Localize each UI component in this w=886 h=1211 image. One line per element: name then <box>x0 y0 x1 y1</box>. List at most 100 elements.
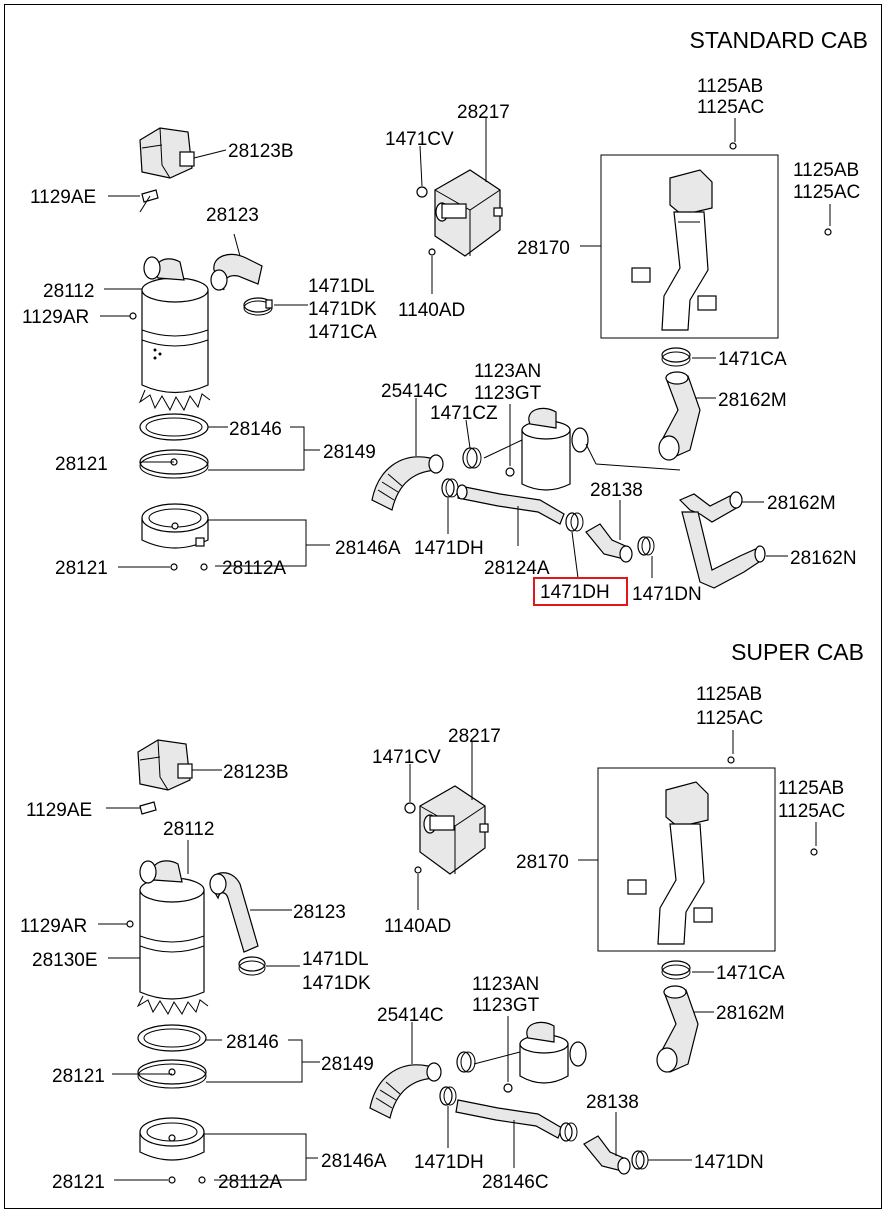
clip-1471cv-super-icon <box>404 802 416 814</box>
label-28149-std: 28149 <box>323 442 376 463</box>
clamp-1471dl-icon <box>243 297 273 316</box>
clamp-1471dn-std-icon <box>637 536 655 556</box>
bolt-1140ad-std-icon <box>428 248 436 256</box>
clamp-1471dh-super-icon <box>439 1086 457 1106</box>
label-1125ac-super-b: 1125AC <box>778 801 845 822</box>
bolt-1129ar-icon <box>129 312 137 320</box>
seal-ring-28146-std-icon <box>139 413 209 441</box>
lower-housing-28146a-super-icon <box>139 1117 205 1161</box>
label-1125ab-super-b: 1125AB <box>778 778 844 799</box>
label-28217-std: 28217 <box>457 102 510 123</box>
label-1129ae-super: 1129AE <box>26 800 92 821</box>
hose-28162n-std-icon <box>681 511 766 589</box>
label-1471dh-std-a: 1471DH <box>414 538 484 559</box>
filter-element-28121-std-icon <box>139 449 209 479</box>
label-28121-super-a: 28121 <box>52 1066 105 1087</box>
label-28123b: 28123B <box>228 141 294 162</box>
screw-1125ab-super-a-icon <box>727 756 735 764</box>
bolt-1129ae-icon <box>139 189 159 213</box>
label-1471ca-super: 1471CA <box>716 963 785 984</box>
label-28162m-std-a: 28162M <box>718 390 787 411</box>
label-28170-super: 28170 <box>516 852 569 873</box>
screw-28121-std-b-icon <box>170 563 178 571</box>
hose-28162m-super-icon <box>656 985 699 1073</box>
label-28146-super: 28146 <box>226 1032 279 1053</box>
screw-1125ab-std-a-icon <box>729 142 737 150</box>
label-28146a-super: 28146A <box>321 1151 387 1172</box>
label-1129ar-super: 1129AR <box>20 916 87 937</box>
label-1471cv-std: 1471CV <box>385 129 454 150</box>
clamp-1471dh-std-b-icon <box>565 512 584 532</box>
label-1471dn-std: 1471DN <box>632 584 702 605</box>
label-28123: 28123 <box>206 205 259 226</box>
label-1125ac-std-a: 1125AC <box>697 97 764 118</box>
elbow-28138-super-icon <box>583 1135 631 1175</box>
label-1140ad-std: 1140AD <box>398 300 465 321</box>
label-28112a-super: 28112A <box>218 1172 282 1193</box>
clamp-1471ca-std-b-icon <box>661 347 691 367</box>
screw-1125ab-super-b-icon <box>810 848 818 856</box>
label-28123b-super: 28123B <box>223 762 289 783</box>
clamp-1471dh-std-a-icon <box>441 478 459 498</box>
label-28162m-std-b: 28162M <box>767 493 836 514</box>
label-1471dh-std-highlighted: 1471DH <box>540 582 610 603</box>
air-cleaner-body-std-icon <box>521 407 589 491</box>
clamp-1471ca-super-icon <box>661 960 691 980</box>
elbow-28138-std-icon <box>585 523 633 563</box>
hose-28124a-std-icon <box>456 484 565 525</box>
label-1129ar: 1129AR <box>22 307 89 328</box>
label-28112: 28112 <box>43 281 94 302</box>
clamp-1471cz-super-icon <box>456 1051 476 1073</box>
label-28162m-super: 28162M <box>716 1003 785 1024</box>
label-28124a-std: 28124A <box>484 558 550 579</box>
label-1471dk: 1471DK <box>308 299 377 320</box>
label-28170-std: 28170 <box>517 238 570 259</box>
label-1471dk-super: 1471DK <box>302 973 371 994</box>
air-duct-28170-super-icon <box>627 781 713 945</box>
label-1123gt-std: 1123GT <box>474 383 542 404</box>
clip-1471cv-std-icon <box>416 186 428 198</box>
screw-28112a-super-icon <box>198 1176 206 1184</box>
diagram-frame <box>4 4 882 1209</box>
hose-28123-icon <box>210 253 263 291</box>
hose-25414c-super-icon <box>369 1062 442 1119</box>
label-1471ca-std-a: 1471CA <box>308 322 377 343</box>
hose-28162m-std-b-icon <box>678 491 743 523</box>
label-28138-super: 28138 <box>586 1092 639 1113</box>
label-1125ac-std-b: 1125AC <box>793 182 860 203</box>
resonator-28217-super-icon <box>419 785 489 875</box>
label-28112a-std: 28112A <box>222 558 286 579</box>
filter-element-28121-super-icon <box>137 1059 207 1089</box>
air-duct-28170-std-icon <box>631 169 717 331</box>
section-title-standard-cab: STANDARD CAB <box>690 27 869 53</box>
resonator-28217-icon <box>434 169 503 257</box>
label-1471cz-std: 1471CZ <box>430 403 498 424</box>
label-28149-super: 28149 <box>321 1054 374 1075</box>
bolt-1129ar-super-icon <box>126 920 134 928</box>
label-1123gt-super: 1123GT <box>472 995 540 1016</box>
section-title-super-cab: SUPER CAB <box>731 639 864 665</box>
label-1140ad-super: 1140AD <box>384 916 451 937</box>
label-1471dh-super: 1471DH <box>414 1152 484 1173</box>
clamp-1471dl-super-icon <box>238 956 266 976</box>
lower-housing-28146a-std-icon <box>141 503 209 549</box>
label-28146a-std: 28146A <box>335 538 401 559</box>
hose-28123-super-icon <box>209 872 259 953</box>
screw-1123an-super-icon <box>503 1083 513 1093</box>
hose-25414c-std-icon <box>371 454 444 511</box>
label-1129ae: 1129AE <box>30 187 96 208</box>
air-cleaner-28112-icon <box>138 256 211 412</box>
screw-1125ab-std-b-icon <box>824 228 832 236</box>
clamp-1471cz-std-icon <box>462 447 482 469</box>
label-1471cv-super: 1471CV <box>372 747 441 768</box>
label-28138-std: 28138 <box>590 480 643 501</box>
label-28121-super-b: 28121 <box>52 1172 105 1193</box>
label-25414c-super: 25414C <box>377 1005 444 1026</box>
label-28130e-super: 28130E <box>32 950 98 971</box>
label-28123-super: 28123 <box>293 902 346 923</box>
label-1125ab-super-a: 1125AB <box>696 684 762 705</box>
label-1471dn-super: 1471DN <box>694 1152 764 1173</box>
seal-ring-28146-super-icon <box>137 1024 207 1052</box>
